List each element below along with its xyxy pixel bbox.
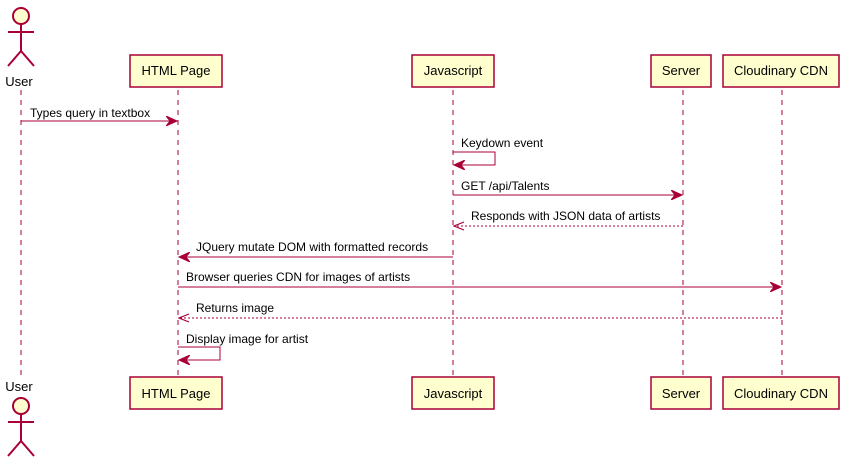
message-2: Keydown event <box>453 136 544 165</box>
participant-label: HTML Page <box>142 386 211 401</box>
participant-cloudinary-cdn-bottom: Cloudinary CDN <box>722 376 840 410</box>
message-5: JQuery mutate DOM with formatted records <box>179 240 453 257</box>
message-8: Display image for artist <box>178 332 309 360</box>
participant-cloudinary-cdn-top: Cloudinary CDN <box>722 54 840 88</box>
message-label: Display image for artist <box>186 332 309 346</box>
message-4: Responds with JSON data of artists <box>454 209 683 226</box>
participant-label: Cloudinary CDN <box>734 386 828 401</box>
participant-label: Cloudinary CDN <box>734 63 828 78</box>
actor-label: User <box>5 379 33 394</box>
message-7: Returns image <box>179 301 782 318</box>
message-label: Returns image <box>196 301 274 315</box>
lifelines <box>20 90 783 378</box>
participant-html-page-bottom: HTML Page <box>129 376 223 410</box>
stick-figure-actor-icon <box>7 7 35 67</box>
message-label: Keydown event <box>461 136 544 150</box>
stick-figure-actor-icon <box>7 397 35 457</box>
message-1: Types query in textbox <box>21 106 177 121</box>
message-label: Types query in textbox <box>30 106 150 120</box>
participant-label: Javascript <box>424 386 483 401</box>
message-label: Browser queries CDN for images of artist… <box>186 270 410 284</box>
participant-label: HTML Page <box>142 63 211 78</box>
message-label: GET /api/Talents <box>461 179 550 193</box>
participant-javascript-bottom: Javascript <box>411 376 495 410</box>
participant-server-bottom: Server <box>650 376 712 410</box>
actor-label: User <box>5 74 33 89</box>
participant-label: Server <box>662 63 701 78</box>
message-label: Responds with JSON data of artists <box>471 209 660 223</box>
actor-user-bottom: User <box>5 379 35 457</box>
participant-javascript-top: Javascript <box>411 54 495 88</box>
message-label: JQuery mutate DOM with formatted records <box>196 240 428 254</box>
message-3: GET /api/Talents <box>453 179 682 195</box>
actor-user-top: User <box>5 7 35 89</box>
participant-html-page-top: HTML Page <box>129 54 223 88</box>
message-6: Browser queries CDN for images of artist… <box>178 270 781 287</box>
participant-label: Server <box>662 386 701 401</box>
message-arrow <box>178 346 221 360</box>
participant-server-top: Server <box>650 54 712 88</box>
participant-label: Javascript <box>424 63 483 78</box>
message-arrow <box>453 151 496 165</box>
